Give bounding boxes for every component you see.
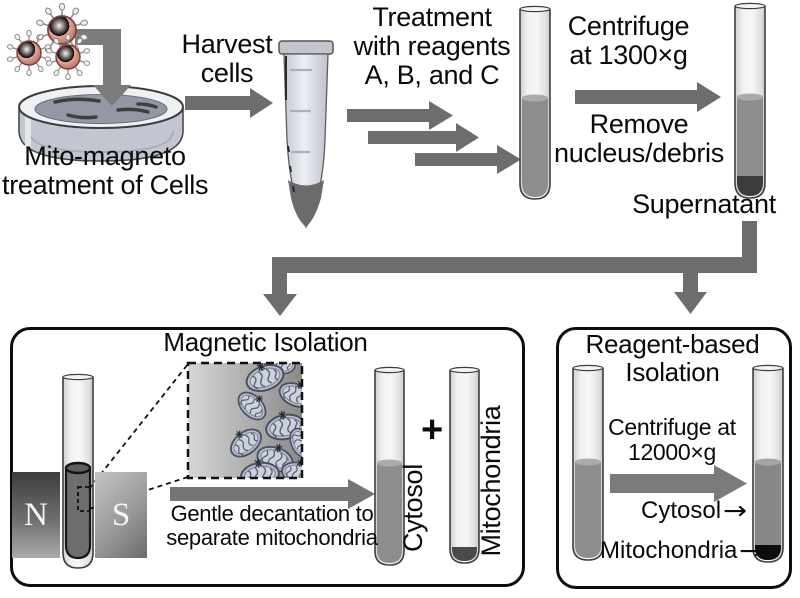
harvest-line2: cells — [200, 57, 254, 88]
magnified-region-marker — [77, 486, 91, 512]
add-particles-arrow-icon — [75, 29, 131, 106]
magnet-tube — [62, 373, 94, 569]
test-tube-reagent-output — [752, 364, 784, 563]
cytosol-rotated-label: Cytosol — [398, 464, 428, 552]
centrifuge-1300-label: Centrifuge at 1300×g — [546, 12, 711, 70]
magnet-south-label: S — [111, 496, 131, 533]
cytosol-pointer-arrow-icon: → — [723, 496, 748, 525]
centrifuge-12000-arrow-icon — [610, 465, 747, 502]
magnetic-isolation-title: Magnetic Isolation — [163, 327, 368, 357]
mitochondria-pointer-text: Mitochondria — [600, 536, 738, 564]
harvest-arrow-icon — [185, 88, 273, 118]
test-tube-cytosol-left — [374, 366, 405, 566]
reagent-arrows-icon — [347, 101, 521, 174]
remove-label: Remove nucleus/debris — [535, 110, 743, 168]
treatment-line1: Treatment — [372, 2, 492, 32]
plus-sign: + — [421, 409, 443, 451]
centrifuge-12000-line2: 12000×g — [627, 438, 717, 465]
supernatant-label: Supernatant — [632, 189, 776, 219]
reagent-title-line2: Isolation — [625, 356, 720, 387]
mitochondria-pointer-arrow-icon: → — [739, 536, 764, 565]
test-tube-lysate — [519, 5, 551, 200]
centrifuge-12000-line1: Centrifuge at — [608, 414, 736, 440]
mito-magneto-label: Mito-magneto treatment of Cells — [2, 142, 208, 200]
remove-line1: Remove — [589, 109, 689, 139]
centrifuge-arrow-icon — [575, 82, 721, 112]
treatment-label: Treatment with reagents A, B, and C — [332, 3, 532, 90]
decantation-label: Gentle decantation to separate mitochond… — [160, 502, 384, 549]
reagent-isolation-title: Reagent-based Isolation — [570, 329, 775, 387]
magnet-north-label: N — [24, 496, 48, 533]
centrifuge-12000-label: Centrifuge at 12000×g — [586, 415, 758, 464]
petri-dish — [18, 85, 184, 162]
remove-line2: nucleus/debris — [554, 137, 724, 168]
test-tube-supernatant — [734, 2, 766, 199]
nanoparticle-icon — [6, 2, 91, 81]
branch-connector-arrow-icon — [263, 221, 757, 316]
decantation-arrow-icon — [170, 479, 375, 509]
magnet-south: S — [95, 472, 147, 558]
magnet-north: N — [12, 472, 60, 558]
centrifuge-1300-line1: Centrifuge — [567, 11, 690, 41]
mitochondria-rotated-label: Mitochondria — [476, 405, 506, 557]
reagent-title-line1: Reagent-based — [585, 329, 760, 359]
test-tube-mitochondria-left — [449, 366, 480, 564]
mito-magneto-line2: treatment of Cells — [2, 169, 209, 200]
cytosol-pointer-text: Cytosol — [641, 496, 722, 524]
mito-magneto-line1: Mito-magneto — [24, 141, 186, 171]
treatment-line2: with reagents — [353, 30, 511, 61]
decantation-line1: Gentle decantation to — [170, 501, 374, 526]
test-tube-reagent-input — [572, 364, 604, 561]
centrifuge-1300-line2: at 1300×g — [569, 39, 688, 70]
harvest-label: Harvest cells — [168, 30, 286, 88]
treatment-line3: A, B, and C — [364, 59, 500, 90]
harvest-line1: Harvest — [181, 29, 273, 59]
magnetic-isolation-box — [10, 327, 525, 587]
mitochondria-pointer-label: Mitochondria → — [600, 536, 764, 565]
conical-tube — [278, 40, 334, 229]
reagent-isolation-box — [556, 327, 792, 589]
decantation-line2: separate mitochondria — [166, 524, 378, 550]
mitochondria-inset — [186, 361, 304, 480]
cytosol-pointer-label: Cytosol → — [641, 496, 748, 525]
